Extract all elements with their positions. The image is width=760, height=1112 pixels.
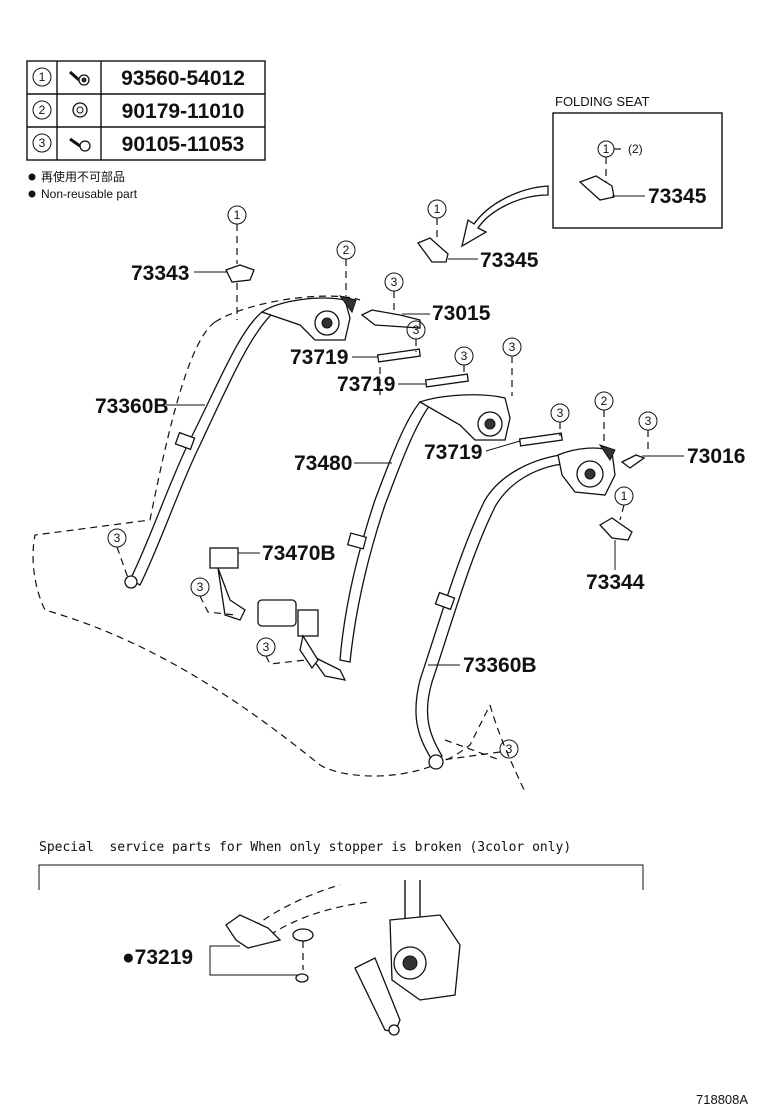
center-retractor [418, 394, 511, 441]
callout-73344: 1 [621, 489, 628, 503]
special-service-section: Special service parts for When only stop… [38, 840, 644, 1036]
label-73719-a: 73719 [290, 346, 348, 369]
belt-stopper [434, 591, 456, 611]
label-73360b-left: 73360B [95, 395, 169, 418]
callout-73719c: 3 [557, 406, 564, 420]
callout-buckle-a: 3 [197, 580, 204, 594]
anchor-cover-73345 [416, 237, 449, 263]
plate-73719-b [424, 373, 469, 388]
inset-part-73345: 73345 [648, 185, 707, 208]
label-73343: 73343 [131, 262, 189, 285]
callout-circle-1 [32, 67, 52, 87]
inset-callout-num: 1 [603, 142, 610, 156]
callout-73016-nut: 2 [601, 394, 608, 408]
stopper-button [292, 928, 314, 942]
right-outer-belt-73360b [415, 454, 563, 770]
plate-73719-a [376, 348, 421, 363]
inset-title: FOLDING SEAT [555, 94, 649, 109]
legend-notes: 再使用不可部品 Non-reusable part [28, 169, 138, 201]
legend-row-2-num: 2 [39, 103, 46, 117]
legend-row-2-part: 90179-11010 [122, 100, 245, 123]
service-bracket [225, 914, 282, 949]
nut-icon [72, 102, 88, 118]
label-73470b: 73470B [262, 542, 336, 565]
callout-circle [499, 739, 519, 759]
label-73719-b: 73719 [337, 373, 395, 396]
callout-73345: 1 [434, 202, 441, 216]
service-part-73219: ●73219 [122, 946, 193, 969]
note-english: Non-reusable part [41, 187, 138, 201]
plate-73719-c [518, 432, 563, 447]
bolt-washer-icon [69, 70, 90, 86]
buckle-assembly-73470b [209, 547, 319, 670]
label-73719-c: 73719 [424, 441, 482, 464]
bolt-73016 [620, 454, 646, 469]
label-73015: 73015 [432, 302, 491, 325]
callout-73719b: 3 [461, 349, 468, 363]
part-labels: 73343 73345 73015 73719 73719 73360B 737… [95, 249, 745, 677]
callout-73719a: 3 [413, 323, 420, 337]
folding-seat-inset: FOLDING SEAT 1 (2) 73345 [552, 94, 723, 229]
stopper-retainer [295, 973, 309, 983]
callouts: 1 1 2 3 3 3 3 3 2 [107, 199, 658, 761]
label-73480: 73480 [294, 452, 352, 475]
belt-anchor [388, 1024, 400, 1036]
callout-73015-bolt: 3 [391, 275, 398, 289]
center-belt-73480 [309, 401, 432, 681]
legend-row-3-num: 3 [39, 136, 46, 150]
inset-callout-extra: (2) [628, 142, 643, 156]
callout-circle-3 [32, 133, 52, 153]
legend-row-1-part: 93560-54012 [121, 67, 245, 90]
callout-circle-2 [32, 100, 52, 120]
callout-73343: 1 [234, 208, 241, 222]
callout-left-anchor: 3 [114, 531, 121, 545]
left-outer-belt-73360b [124, 311, 274, 589]
service-caption: Special service parts for When only stop… [39, 840, 571, 855]
belt-anchor [124, 575, 138, 589]
bullet-icon [28, 173, 36, 181]
left-retractor [260, 295, 357, 341]
label-73016: 73016 [687, 445, 745, 468]
bolt-icon [69, 137, 91, 152]
bracket-73015 [360, 309, 421, 329]
label-73344: 73344 [586, 571, 645, 594]
diagram-reference-code: 718808A [696, 1092, 748, 1107]
legend-row-3-part: 90105-11053 [122, 133, 245, 156]
callout-73015-nut: 2 [343, 243, 350, 257]
arrow-icon [461, 185, 549, 248]
inset-anchor-cover [578, 175, 615, 201]
callout-right-anchor: 3 [506, 742, 513, 756]
anchor-cover-73343 [225, 264, 255, 283]
legend-row-1-num: 1 [39, 70, 46, 84]
callout-buckle-b: 3 [263, 640, 270, 654]
service-retractor [389, 914, 461, 1001]
bullet-icon [28, 190, 36, 198]
callout-73016-bolt: 3 [645, 414, 652, 428]
label-73345: 73345 [480, 249, 539, 272]
anchor-cover-73344 [598, 517, 633, 541]
label-73360b-right: 73360B [463, 654, 537, 677]
belt-stopper [174, 431, 196, 451]
belt-anchor [428, 754, 444, 770]
belt-stopper [346, 532, 368, 550]
note-japanese: 再使用不可部品 [41, 169, 125, 184]
fastener-legend-table: 1 93560-54012 2 90179-11010 3 90105-1105… [26, 60, 266, 161]
center-belt-anchor [309, 654, 347, 681]
callout-73480-anchor: 3 [509, 340, 516, 354]
right-retractor [557, 444, 616, 496]
